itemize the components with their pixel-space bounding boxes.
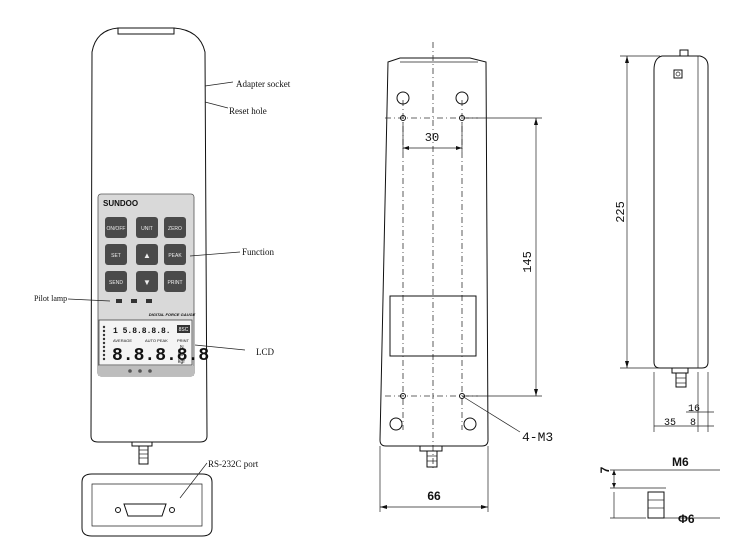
m3-hole bbox=[400, 115, 406, 121]
stud bbox=[138, 445, 149, 465]
back-body bbox=[379, 57, 489, 447]
side-top-socket bbox=[679, 49, 689, 57]
rs232c-adapter bbox=[81, 473, 213, 537]
key-label: ZERO bbox=[168, 226, 182, 232]
dim-225: 225 bbox=[614, 201, 628, 223]
key-unit[interactable] bbox=[136, 217, 158, 238]
label-pilot-lamp: Pilot lamp bbox=[34, 294, 67, 303]
lcd-unit-kgf: kgf bbox=[178, 359, 185, 365]
stud-base bbox=[131, 441, 153, 447]
lcd-small-digits: 1 5.8.8.8.8. bbox=[113, 327, 171, 336]
lcd-legend-autopeak: AUTO PEAK bbox=[145, 338, 168, 343]
dim-30: 30 bbox=[425, 131, 439, 145]
leader-4m3 bbox=[461, 395, 521, 433]
key-label: PRINT bbox=[168, 280, 183, 286]
mount-hole bbox=[389, 417, 403, 431]
lcd-display bbox=[98, 319, 193, 366]
leader-adapter-socket bbox=[204, 81, 234, 87]
leader-lcd bbox=[194, 344, 246, 351]
dim-145: 145 bbox=[521, 251, 535, 273]
panel-title: DIGITAL FORCE GAUGE bbox=[149, 312, 196, 317]
back-view: 30 145 4-M3 66 bbox=[379, 42, 553, 512]
key-print[interactable] bbox=[164, 271, 186, 292]
side-reset-hole bbox=[673, 69, 683, 79]
brand-logo: SUNDOO bbox=[103, 199, 138, 208]
key-label: SET bbox=[111, 253, 121, 259]
battery-cover bbox=[389, 295, 477, 357]
key-label: UNIT bbox=[141, 226, 153, 232]
detail-stud-body bbox=[647, 491, 665, 519]
m3-hole bbox=[400, 393, 406, 399]
lcd-unit-lbf: lbf bbox=[178, 352, 184, 358]
key-label: ▲ bbox=[143, 251, 151, 260]
leader-reset-hole bbox=[204, 101, 229, 109]
keypad: ON/OFF UNIT ZERO SET ▲ PEAK SEND ▼ PRINT bbox=[105, 217, 186, 292]
dim-66: 66 bbox=[427, 489, 441, 503]
stud-detail: 7 M6 Φ6 bbox=[598, 455, 720, 526]
dim-7: 7 bbox=[598, 466, 612, 473]
label-rs232c-port: RS-232C port bbox=[208, 459, 259, 469]
dim-phi6: Φ6 bbox=[678, 512, 695, 526]
leader-function bbox=[189, 251, 241, 257]
db9-connector-icon bbox=[123, 503, 167, 517]
gauge-body bbox=[90, 27, 208, 443]
key-label: SEND bbox=[109, 280, 123, 286]
lcd-legend-print: PRINT bbox=[177, 338, 190, 343]
label-lcd: LCD bbox=[256, 347, 275, 357]
mount-hole bbox=[396, 91, 410, 105]
leader-pilot-lamp bbox=[67, 298, 111, 302]
front-view: SUNDOO ON/OFF UNIT ZERO SET ▲ PEAK SEND … bbox=[34, 27, 291, 537]
mount-hole bbox=[455, 91, 469, 105]
key-down[interactable] bbox=[136, 271, 158, 292]
dim-m6: M6 bbox=[672, 455, 689, 469]
top-cap bbox=[117, 27, 175, 35]
key-up[interactable] bbox=[136, 244, 158, 265]
back-stud bbox=[426, 450, 438, 468]
lamp-icon bbox=[146, 299, 152, 303]
key-label: ON/OFF bbox=[107, 226, 126, 232]
lcd-tag: 8SC bbox=[179, 327, 189, 333]
key-send[interactable] bbox=[105, 271, 127, 292]
key-label: PEAK bbox=[168, 253, 182, 259]
lcd-legend-average: AVERAGE bbox=[113, 338, 132, 343]
lcd-big-digits: 8.8.8.8.8 bbox=[112, 346, 209, 366]
mount-hole bbox=[463, 417, 477, 431]
key-set[interactable] bbox=[105, 244, 127, 265]
key-on-off[interactable] bbox=[105, 217, 127, 238]
key-zero[interactable] bbox=[164, 217, 186, 238]
key-label: ▼ bbox=[143, 278, 151, 287]
lamp-icon bbox=[116, 299, 122, 303]
lcd-bottom-strip bbox=[98, 366, 194, 376]
key-peak[interactable] bbox=[164, 244, 186, 265]
label-4m3: 4-M3 bbox=[522, 430, 553, 445]
side-body bbox=[653, 55, 709, 369]
lcd-indicators bbox=[102, 325, 106, 361]
lcd-tag-box bbox=[177, 325, 190, 333]
lamp-icon bbox=[131, 299, 137, 303]
lcd-unit-n: N bbox=[180, 345, 184, 351]
side-view: 225 35 8 16 bbox=[614, 49, 714, 432]
pilot-lamps bbox=[116, 299, 152, 303]
label-function: Function bbox=[242, 247, 275, 257]
m3-hole bbox=[459, 393, 465, 399]
label-adapter-socket: Adapter socket bbox=[236, 79, 291, 89]
leader-rs232c bbox=[179, 462, 208, 499]
dim-35: 35 bbox=[664, 418, 676, 429]
dim-16: 16 bbox=[688, 404, 700, 415]
dim-8: 8 bbox=[690, 418, 696, 429]
m3-hole bbox=[459, 115, 465, 121]
side-stud bbox=[675, 372, 687, 388]
label-reset-hole: Reset hole bbox=[229, 106, 267, 116]
